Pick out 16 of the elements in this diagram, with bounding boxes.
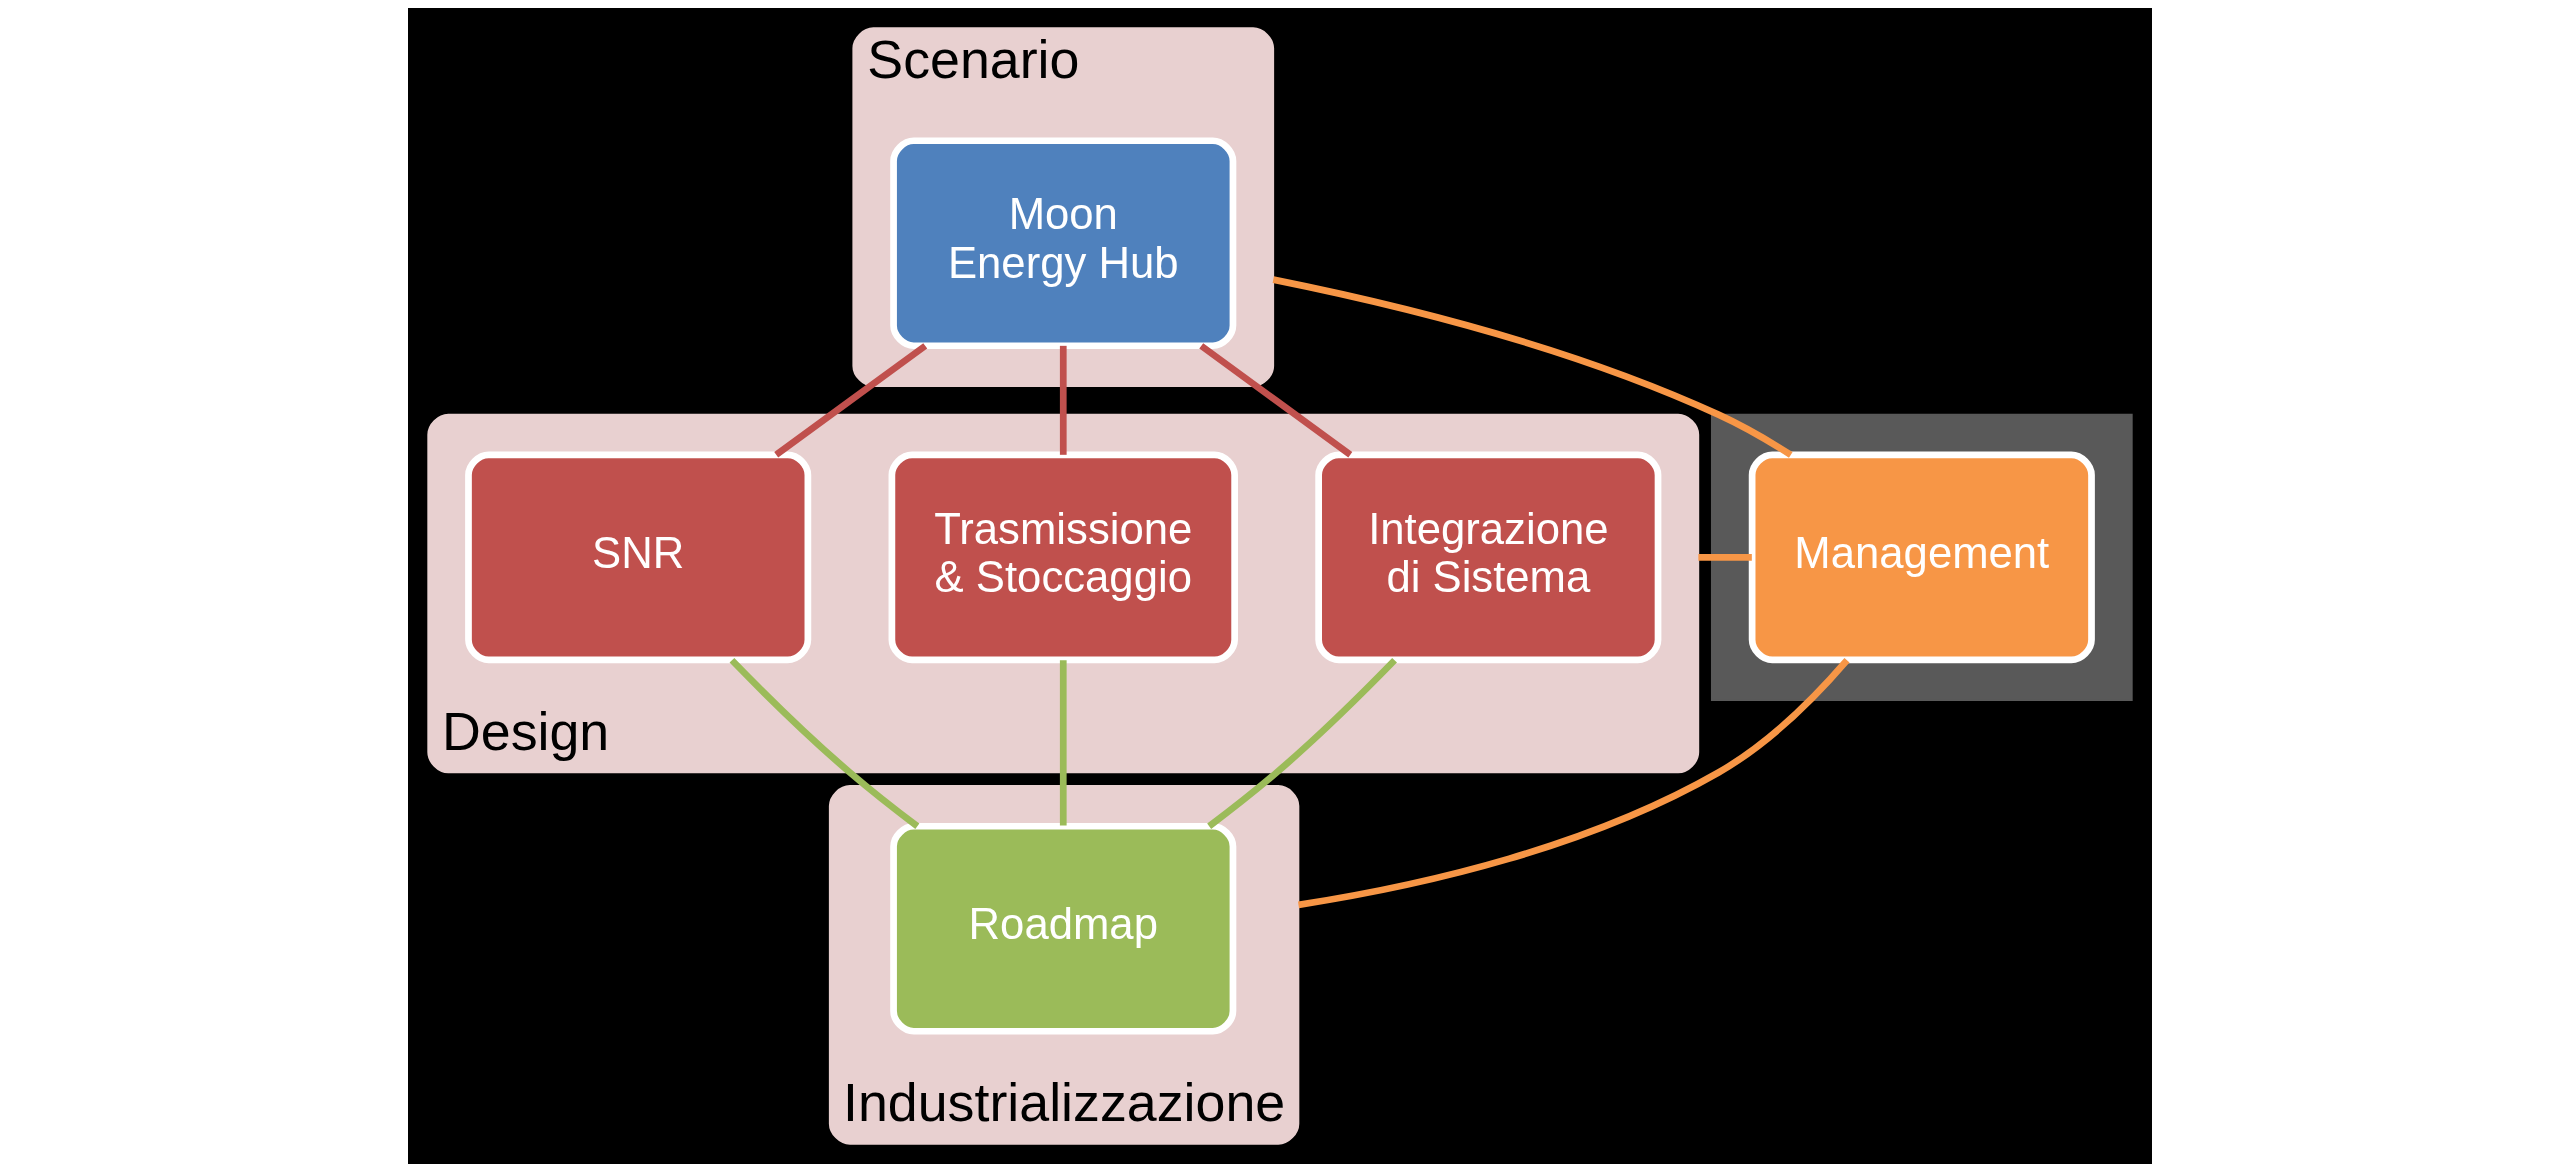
connector [774, 343, 928, 458]
connector [1272, 276, 1793, 458]
connector [1059, 660, 1067, 826]
node-box: Trasmissione & Stoccaggio [888, 451, 1238, 664]
cluster [1710, 413, 2133, 702]
connector [1698, 554, 1752, 561]
node-box: Moon Energy Hub [890, 137, 1237, 350]
connector [1059, 345, 1067, 455]
node-box: SNR [465, 451, 812, 664]
connector [1297, 658, 1850, 909]
connector [1199, 343, 1353, 458]
connector [1207, 657, 1397, 829]
connector [729, 657, 920, 829]
node-box: Roadmap [890, 822, 1237, 1035]
node-box: Management [1748, 451, 2095, 664]
node-box: Integrazione di Sistema [1315, 451, 1662, 664]
